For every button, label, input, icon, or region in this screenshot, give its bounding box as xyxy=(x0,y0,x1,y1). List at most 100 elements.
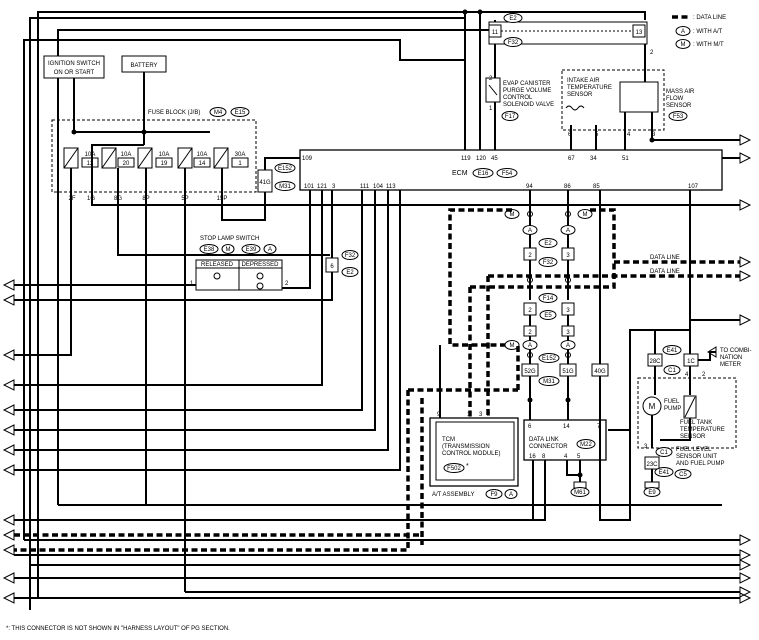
svg-text:E38: E38 xyxy=(204,247,215,253)
svg-text:1: 1 xyxy=(238,161,242,167)
arrow-left-icon xyxy=(2,379,15,391)
svg-text:E15: E15 xyxy=(235,110,246,116)
arrow-right-icon xyxy=(739,199,752,211)
svg-text:EVAP CANISTER: EVAP CANISTER xyxy=(503,81,551,87)
svg-text:41G: 41G xyxy=(259,180,271,186)
svg-text:30A: 30A xyxy=(235,152,246,158)
fuse-block: FUSE BLOCK (J/B) M4 E15 10A 12 10A 20 xyxy=(51,107,257,202)
svg-text:C5: C5 xyxy=(679,472,687,478)
svg-text:A/T ASSEMBLY: A/T ASSEMBLY xyxy=(432,492,474,498)
svg-text:INTAKE AIR: INTAKE AIR xyxy=(567,78,600,84)
svg-text:A: A xyxy=(566,343,570,349)
svg-text:E41: E41 xyxy=(659,470,670,476)
svg-text:M31: M31 xyxy=(279,184,291,190)
mt-at-column: M A M A E2 2 3 F32 F14 2 3 E5 xyxy=(504,190,609,420)
svg-text:16: 16 xyxy=(529,454,536,460)
svg-text:F32: F32 xyxy=(345,253,356,259)
svg-text:2: 2 xyxy=(528,308,532,314)
connector-e2-f32: 11 13 E2 F32 2 xyxy=(488,13,654,70)
arrow-right-icon xyxy=(739,256,752,268)
arrow-right-icon xyxy=(739,534,752,546)
svg-text:2: 2 xyxy=(702,372,706,378)
svg-text:SENSOR: SENSOR xyxy=(680,434,706,440)
arrow-left-icon xyxy=(2,424,15,436)
fuse-19: 10A 19 xyxy=(137,147,173,169)
arrow-right-icon xyxy=(739,152,752,164)
intake-maf-sensor: INTAKE AIR TEMPERATURE SENSOR MASS AIR F… xyxy=(561,69,740,150)
svg-text:51G: 51G xyxy=(562,369,574,375)
conn-e2-label: E2 xyxy=(509,16,517,22)
arrow-left-icon xyxy=(2,529,15,541)
svg-text:52G: 52G xyxy=(524,369,536,375)
svg-text:TCM: TCM xyxy=(442,437,455,443)
arrow-right-icon xyxy=(739,559,752,571)
arrow-right-icon xyxy=(739,549,752,561)
svg-text:M22: M22 xyxy=(580,442,592,448)
svg-text:C1: C1 xyxy=(660,450,668,456)
svg-text:SOLENOID VALVE: SOLENOID VALVE xyxy=(503,102,554,108)
svg-text:FLOW: FLOW xyxy=(666,96,684,102)
svg-text:CONTROL: CONTROL xyxy=(503,95,533,101)
svg-text:M: M xyxy=(510,212,515,218)
svg-text:101: 101 xyxy=(304,184,315,190)
svg-text:F53: F53 xyxy=(673,114,684,120)
svg-text:104: 104 xyxy=(373,184,384,190)
fuse-12: 10A 12 xyxy=(63,147,99,169)
svg-text:120: 120 xyxy=(476,156,487,162)
svg-text:2: 2 xyxy=(487,412,491,418)
svg-text:F9: F9 xyxy=(490,492,498,498)
svg-text:M31: M31 xyxy=(543,379,555,385)
legend-mt-symbol xyxy=(675,39,691,49)
svg-text:3: 3 xyxy=(652,132,656,138)
svg-text:4: 4 xyxy=(627,132,631,138)
arrow-left-icon xyxy=(2,572,15,584)
arrow-right-icon xyxy=(739,270,752,282)
svg-text:M61: M61 xyxy=(574,490,586,496)
fuse-output-wires xyxy=(14,144,740,592)
connector-f32-e2-middle: 6 F32 E2 xyxy=(14,190,359,301)
svg-text:3: 3 xyxy=(566,330,570,336)
conn-f32-label: F32 xyxy=(508,40,519,46)
svg-text:34: 34 xyxy=(590,156,597,162)
svg-text:109: 109 xyxy=(302,156,313,162)
svg-text:DEPRESSED: DEPRESSED xyxy=(241,262,279,268)
svg-text:M: M xyxy=(583,212,588,218)
svg-text:A: A xyxy=(509,492,513,498)
svg-text:SENSOR: SENSOR xyxy=(567,92,593,98)
arrow-left-icon xyxy=(2,544,15,556)
svg-text:DATA LINE: DATA LINE xyxy=(650,255,680,261)
arrow-right-icon xyxy=(739,134,752,146)
svg-text:13: 13 xyxy=(636,30,643,36)
svg-text:2F: 2F xyxy=(68,196,75,202)
svg-text:28C: 28C xyxy=(649,359,661,365)
svg-text:10A: 10A xyxy=(121,152,132,158)
svg-text:3: 3 xyxy=(566,308,570,314)
svg-text:119: 119 xyxy=(461,156,471,162)
arrow-right-icon xyxy=(739,586,752,598)
svg-text:CONTROL MODULE): CONTROL MODULE) xyxy=(442,451,500,457)
svg-text:FUEL: FUEL xyxy=(664,399,680,405)
legend: : DATA LINE A : WITH A/T M : WITH M/T xyxy=(672,15,726,49)
svg-text:14: 14 xyxy=(563,424,570,430)
svg-text:E152: E152 xyxy=(278,166,293,172)
svg-text:3: 3 xyxy=(644,444,648,450)
svg-text:2: 2 xyxy=(489,76,493,82)
battery: BATTERY xyxy=(121,55,167,132)
ecm: ECM E16 F54 119 120 45 67 34 51 109 101 … xyxy=(299,149,740,191)
arrow-right-icon xyxy=(739,592,752,604)
svg-text:107: 107 xyxy=(688,184,699,190)
legend-at-text: : WITH A/T xyxy=(693,29,723,35)
svg-text:M: M xyxy=(510,343,515,349)
fuel-system: E41 28C 1C C1 TO COMBI- NATION METER 4 2… xyxy=(608,190,752,497)
svg-text:SENSOR: SENSOR xyxy=(666,103,692,109)
svg-text:E41: E41 xyxy=(667,348,678,354)
svg-text:8: 8 xyxy=(542,454,546,460)
svg-text:FUEL TANK: FUEL TANK xyxy=(680,420,712,426)
svg-text:TO COMBI-: TO COMBI- xyxy=(720,348,752,354)
svg-text:M4: M4 xyxy=(214,110,223,116)
svg-text:PURGE VOLUME: PURGE VOLUME xyxy=(503,88,551,94)
svg-text:F32: F32 xyxy=(543,260,554,266)
svg-text:1C: 1C xyxy=(687,359,695,365)
legend-at-symbol xyxy=(675,26,691,36)
